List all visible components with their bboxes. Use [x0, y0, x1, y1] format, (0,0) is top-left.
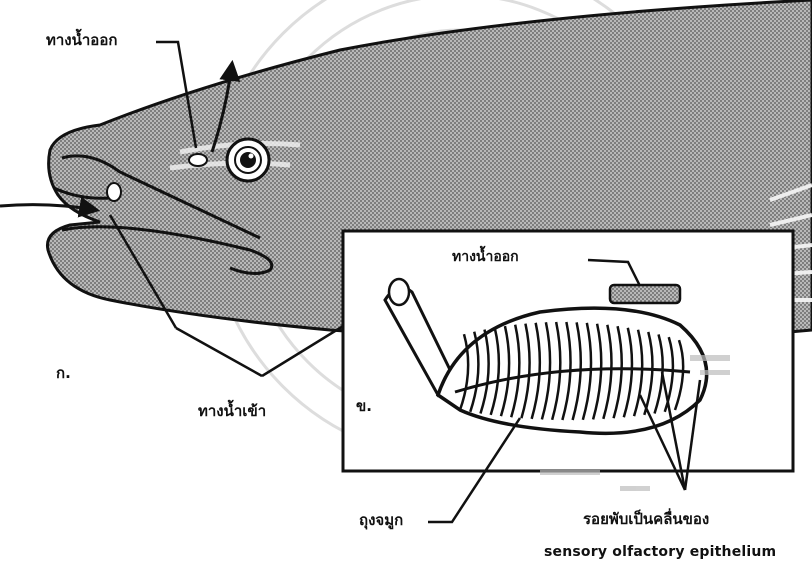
- outlet-label-inset: ทางน้ำออก: [452, 250, 519, 264]
- inlet-label: ทางน้ำเข้า: [198, 404, 266, 419]
- olfactory-folds-label: รอยพับเป็นคลื่นของ: [583, 512, 709, 527]
- snout-nostril: [107, 183, 121, 201]
- outlet-label-top: ทางน้ำออก: [46, 33, 117, 48]
- panel-b-label: ข.: [356, 399, 372, 414]
- olfactory-epithelium-label: sensory olfactory epithelium: [544, 545, 776, 559]
- nasal-sac-label: ถุงจมูก: [359, 513, 403, 528]
- outflow-tube: [610, 285, 680, 303]
- eye: [227, 139, 269, 181]
- panel-a-label: ก.: [56, 366, 71, 381]
- tube-opening: [389, 279, 409, 305]
- head-nostril: [189, 154, 207, 166]
